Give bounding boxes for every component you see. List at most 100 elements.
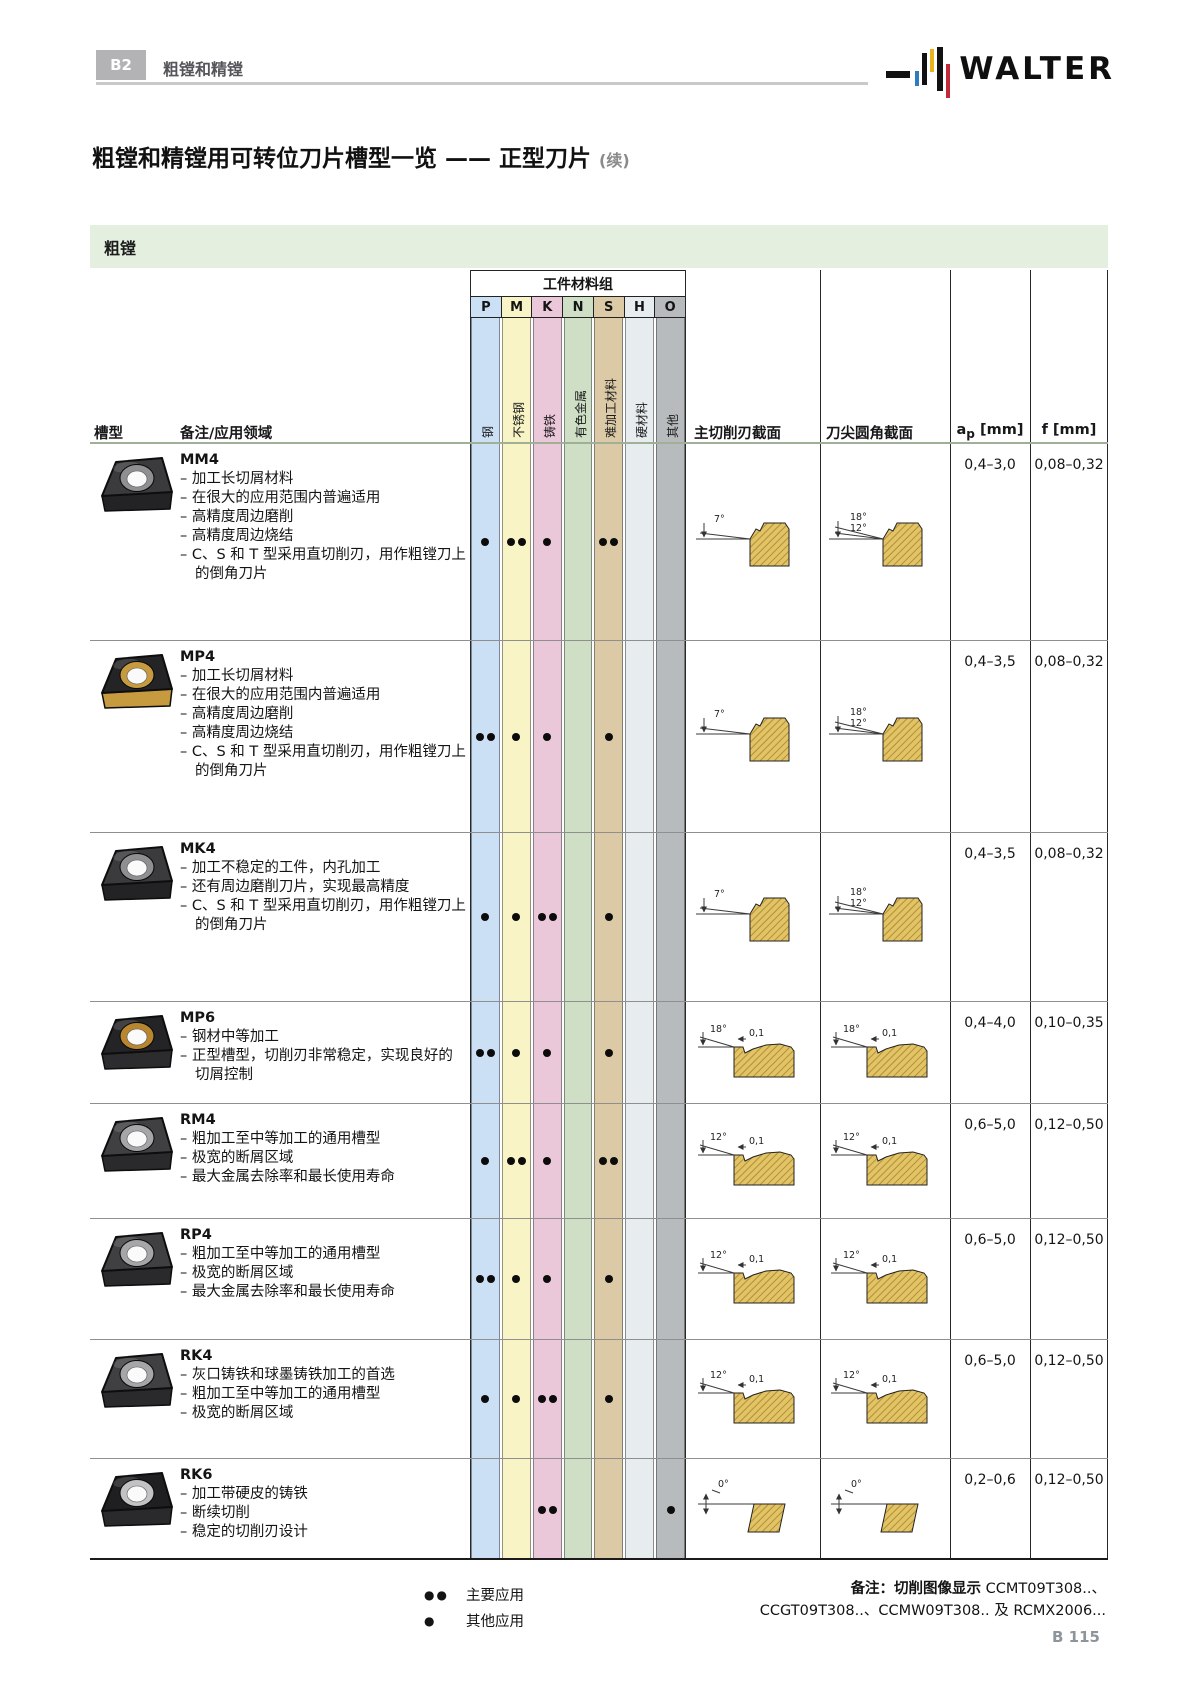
f-range: 0,12–0,50	[1034, 1232, 1104, 1248]
material-label-S: 难加工材料	[604, 377, 619, 438]
application-dot	[543, 538, 552, 546]
groove-notes: MP6– 钢材中等加工– 正型槽型，切削刃非常稳定，实现良好的切屑控制	[180, 1009, 466, 1085]
ap-range: 0,6–5,0	[964, 1232, 1016, 1248]
insert-photo-MP6	[96, 1010, 178, 1086]
insert-photo-MP4	[96, 649, 178, 725]
groove-bullet: – 灰口铸铁和球墨铸铁加工的首选	[180, 1367, 395, 1383]
logo-black-bar-2	[937, 47, 944, 91]
groove-bullet: – 加工长切屑材料	[180, 471, 294, 487]
application-dot	[599, 1157, 608, 1165]
dots-O	[655, 1104, 686, 1218]
insert-photo-RM4	[96, 1112, 178, 1188]
dots-S	[593, 1459, 624, 1560]
groove-bullet: – C、S 和 T 型采用直切削刃，用作粗镗刀上的倒角刀片	[180, 744, 466, 779]
svg-text:12°: 12°	[710, 1132, 727, 1143]
groove-name: RP4	[180, 1227, 212, 1243]
application-dot	[475, 1048, 484, 1057]
material-label-H: 硬材料	[635, 401, 650, 438]
groove-bullet: – C、S 和 T 型采用直切削刃，用作粗镗刀上的倒角刀片	[180, 547, 466, 582]
material-letter-O: O	[654, 296, 687, 318]
material-label-P: 钢	[481, 425, 495, 438]
groove-name: RK6	[180, 1467, 213, 1483]
groove-bullet: – 粗加工至中等加工的通用槽型	[180, 1246, 381, 1262]
column-divider	[820, 270, 821, 1560]
application-dot	[610, 1157, 619, 1165]
groove-name: MP4	[180, 649, 216, 665]
groove-bullet: – 加工带硬皮的铸铁	[180, 1486, 308, 1502]
ap-range: 0,6–5,0	[964, 1117, 1016, 1133]
table-row-RK4: RK4– 灰口铸铁和球墨铸铁加工的首选– 粗加工至中等加工的通用槽型– 极宽的断…	[90, 1339, 1108, 1458]
table-row-MK4: MK4– 加工不稳定的工件，内孔加工– 还有周边磨削刀片，实现最高精度– C、S…	[90, 832, 1108, 1001]
insert-photo-RK4	[96, 1348, 178, 1424]
groove-bullet: – 加工长切屑材料	[180, 668, 294, 684]
column-divider	[950, 270, 951, 1560]
application-dot	[610, 538, 619, 546]
dots-S	[593, 833, 624, 1001]
application-dots	[470, 1459, 686, 1560]
groove-bullet: – 极宽的断屑区域	[180, 1150, 294, 1166]
dots-P	[470, 1340, 501, 1458]
groove-bullet: – 最大金属去除率和最长使用寿命	[180, 1169, 395, 1185]
material-strip-K	[532, 318, 562, 1560]
material-label-N: 有色金属	[573, 389, 588, 438]
application-dot	[537, 1395, 546, 1403]
footnote-line1: CCMT09T308..、	[985, 1581, 1106, 1597]
dots-H	[624, 444, 655, 640]
svg-text:12°: 12°	[843, 1370, 860, 1381]
groove-name: MP6	[180, 1010, 216, 1026]
application-dot	[506, 1157, 515, 1165]
svg-text:0,1: 0,1	[749, 1254, 764, 1265]
main-edge-diagram: 7°	[690, 703, 818, 771]
dots-N	[563, 1219, 594, 1339]
dots-O	[655, 833, 686, 1001]
dots-O	[655, 1002, 686, 1103]
footnote-line2: CCGT09T308..、CCMW09T308.. 及 RCMX2006...	[759, 1603, 1106, 1619]
title-continued: (续)	[599, 151, 630, 171]
svg-text:12°: 12°	[850, 523, 867, 534]
dots-H	[624, 1340, 655, 1458]
dots-H	[624, 1219, 655, 1339]
groove-notes: MK4– 加工不稳定的工件，内孔加工– 还有周边磨削刀片，实现最高精度– C、S…	[180, 840, 466, 935]
material-strip-O	[656, 318, 686, 1560]
nose-radius-diagram: 18°0,1	[823, 1019, 948, 1087]
brand-name: WALTER	[959, 51, 1115, 87]
svg-text:0°: 0°	[851, 1479, 862, 1490]
legend-other-label: 其他应用	[466, 1614, 524, 1630]
application-dot	[543, 732, 552, 741]
dots-K	[532, 1340, 563, 1458]
column-divider	[1030, 270, 1031, 1560]
walter-logo: WALTER	[886, 36, 1115, 102]
application-dot	[604, 732, 613, 741]
col-header-ap: ap [mm]	[950, 422, 1030, 441]
dots-P	[470, 444, 501, 640]
svg-text:18°: 18°	[850, 512, 867, 523]
groove-bullet: – 高精度周边烧结	[180, 725, 294, 741]
groove-notes: MP4 – 加工长切屑材料 – 在很大的应用范围内普遍适用 – 高精度周边磨削 – 高精…	[180, 648, 466, 781]
nose-radius-diagram: 0°	[823, 1476, 948, 1544]
svg-text:18°: 18°	[850, 887, 867, 898]
groove-notes: RK6– 加工带硬皮的铸铁– 断续切削– 稳定的切削刃设计	[180, 1466, 466, 1542]
nose-radius-diagram: 18°12°	[823, 508, 948, 576]
svg-text:12°: 12°	[710, 1250, 727, 1261]
section-title: 粗镗和精镗	[163, 60, 244, 79]
application-dot	[604, 1275, 613, 1283]
dots-O	[655, 1340, 686, 1458]
table-row-MP6: MP6– 钢材中等加工– 正型槽型，切削刃非常稳定，实现良好的切屑控制 18°0,…	[90, 1001, 1108, 1103]
application-dot	[548, 913, 557, 921]
ap-range: 0,2–0,6	[964, 1472, 1016, 1488]
dots-S	[593, 1002, 624, 1103]
dots-K	[532, 1104, 563, 1218]
dots-M	[501, 833, 532, 1001]
f-range: 0,12–0,50	[1034, 1353, 1104, 1369]
ap-range: 0,6–5,0	[964, 1353, 1016, 1369]
groove-bullet: – 在很大的应用范围内普遍适用	[180, 490, 381, 506]
nose-radius-diagram: 12°0,1	[823, 1127, 948, 1195]
application-dot	[548, 1505, 557, 1514]
groove-bullet: – 在很大的应用范围内普遍适用	[180, 687, 381, 703]
dots-S	[593, 1219, 624, 1339]
legend-primary-dots: ●●	[424, 1587, 449, 1602]
groove-notes: MM4– 加工长切屑材料– 在很大的应用范围内普遍适用– 高精度周边磨削– 高精…	[180, 451, 466, 584]
groove-bullet: – 高精度周边磨削	[180, 706, 294, 722]
application-dot	[481, 1157, 490, 1165]
